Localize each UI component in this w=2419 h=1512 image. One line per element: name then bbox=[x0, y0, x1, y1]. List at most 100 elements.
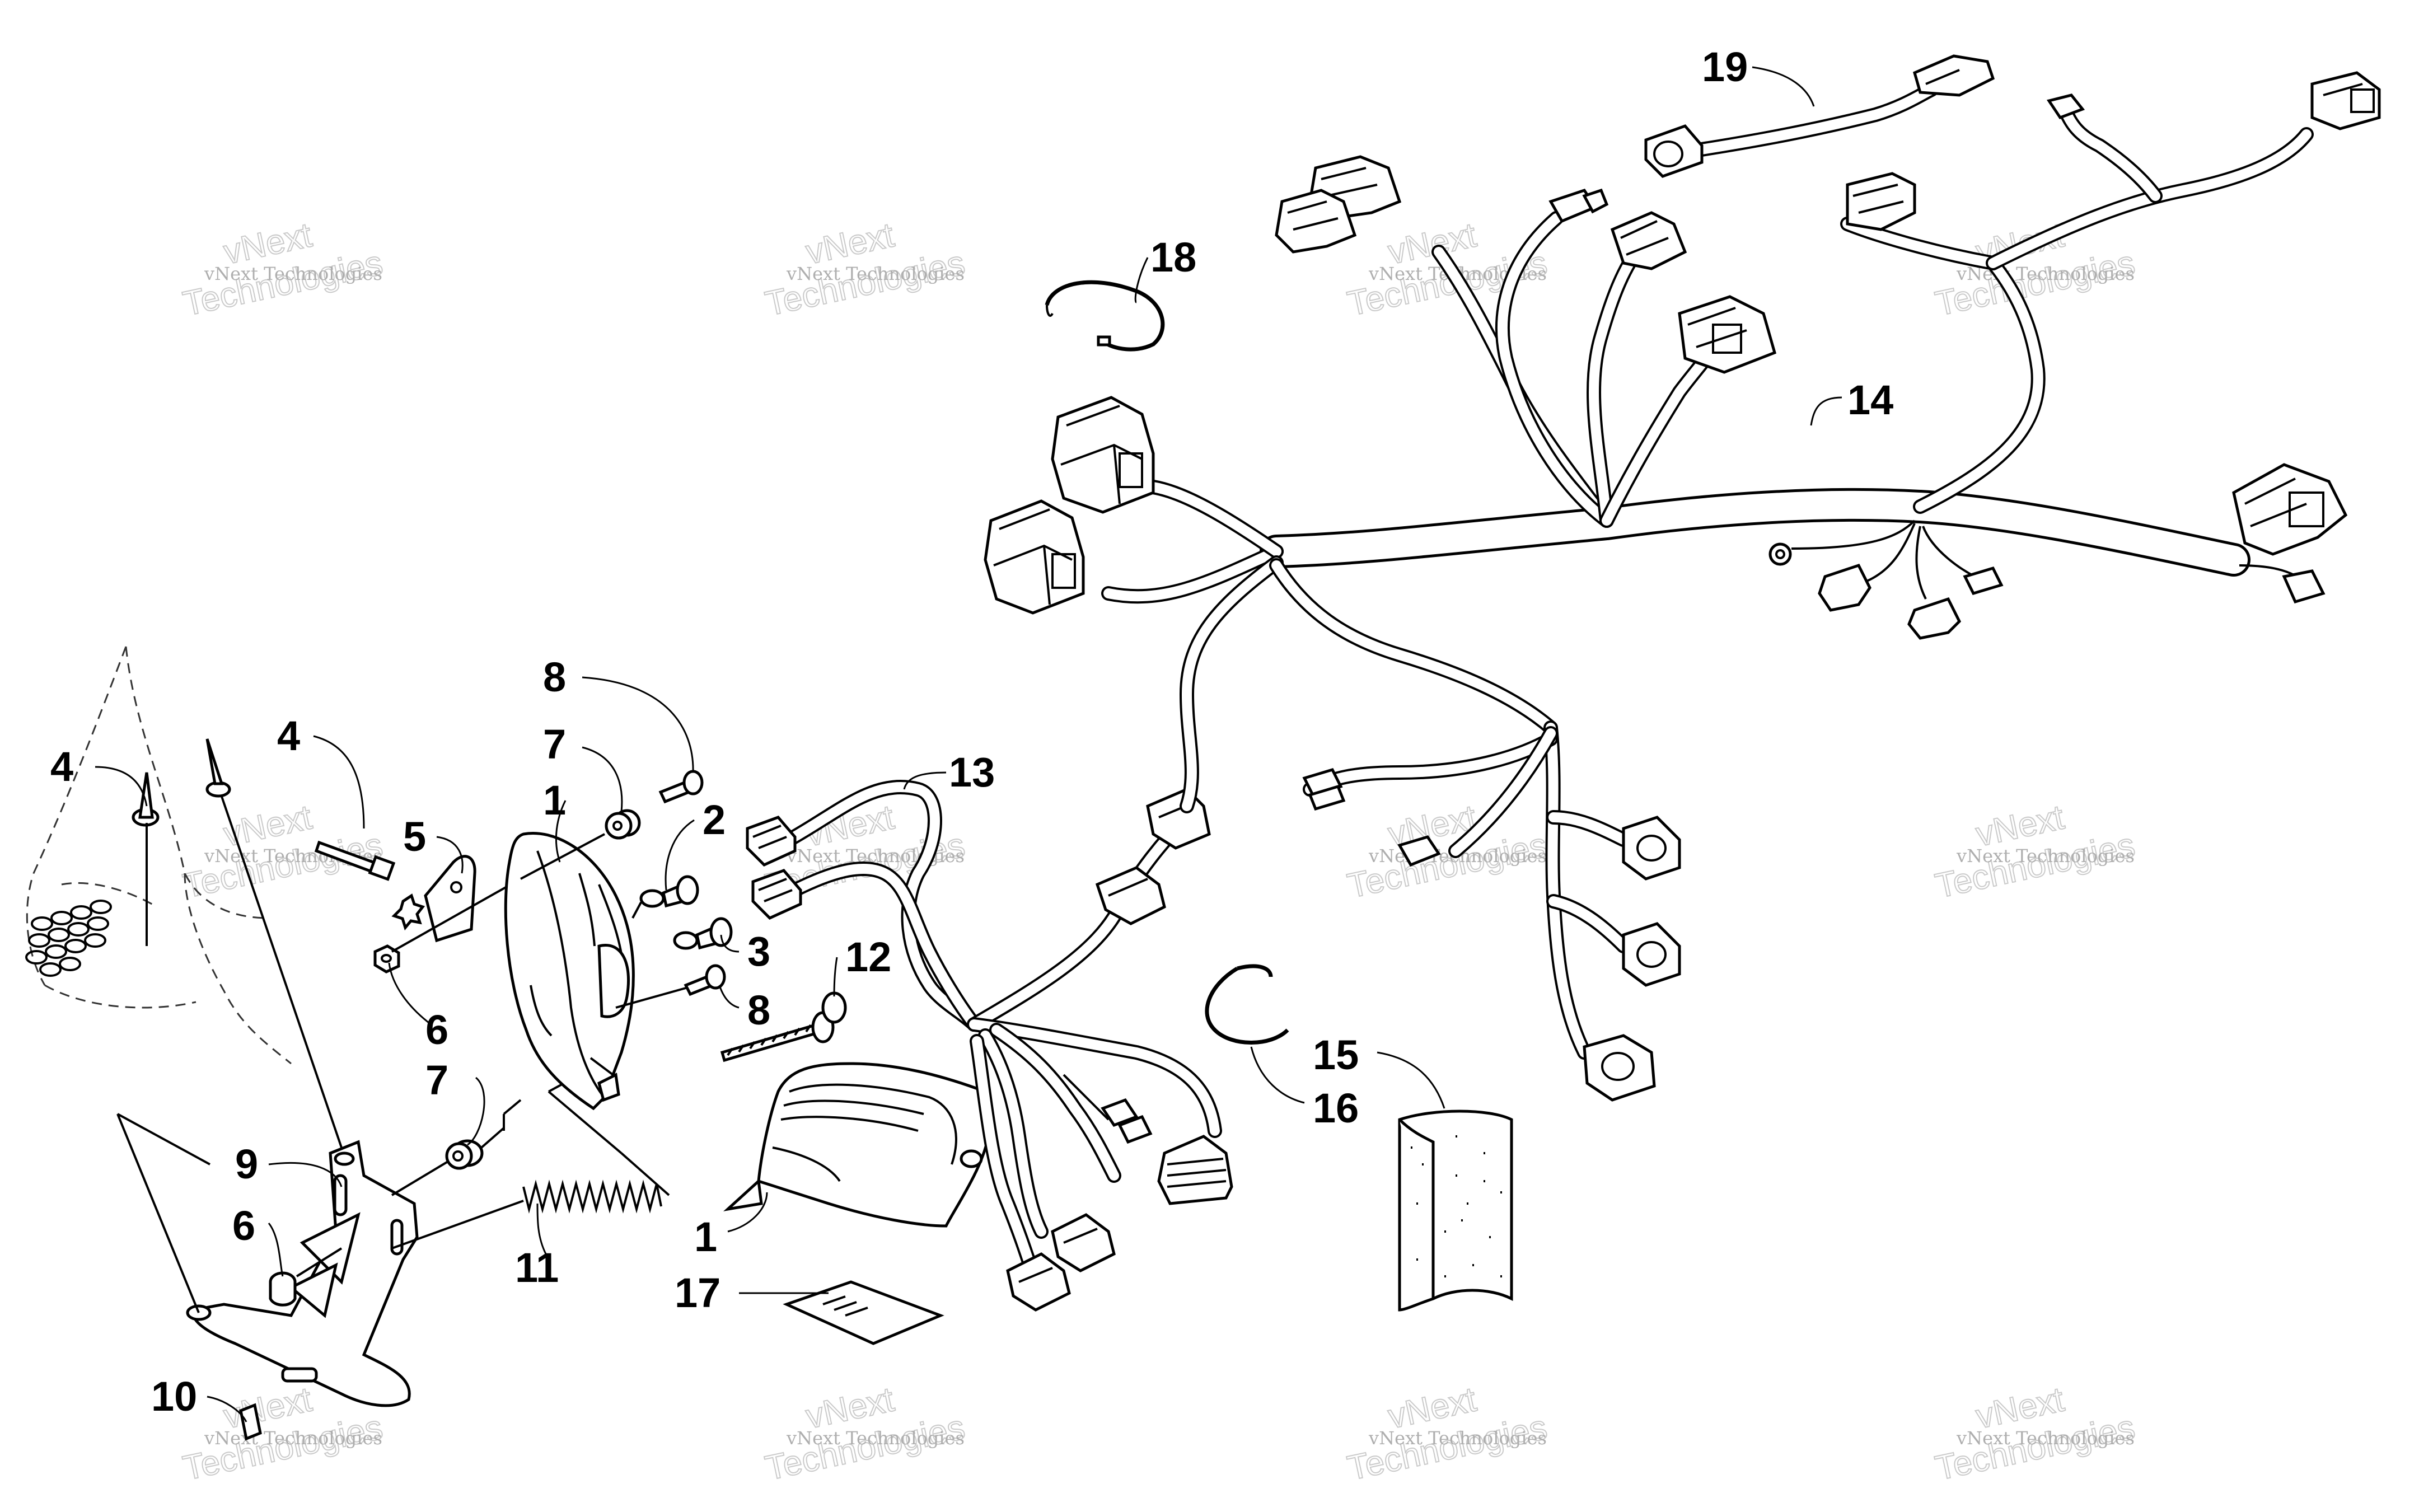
connector-icon bbox=[1678, 295, 1777, 374]
connector-icon bbox=[2282, 569, 2326, 604]
spring-icon bbox=[522, 1179, 662, 1214]
connector-icon bbox=[1583, 1034, 1656, 1102]
washer-icon bbox=[391, 893, 425, 931]
leader-lines bbox=[95, 66, 1842, 1422]
left-mounting-hardware bbox=[116, 738, 670, 1441]
cable-tie-icon bbox=[1045, 280, 1165, 352]
cable-clamp-icon bbox=[1205, 964, 1289, 1045]
bushing-icon bbox=[445, 1139, 484, 1170]
connector-icon bbox=[2046, 93, 2085, 120]
connector-icon bbox=[1622, 816, 1681, 881]
connector-icon bbox=[2232, 463, 2348, 556]
watermark: Technologies vNext vNext Technologies bbox=[179, 215, 386, 324]
nut-icon bbox=[269, 1271, 297, 1307]
bushing-icon bbox=[605, 809, 641, 840]
connector-icon bbox=[1051, 396, 1155, 514]
callout-4: 4 bbox=[277, 713, 300, 759]
callout-1: 1 bbox=[543, 777, 566, 823]
callout-3: 3 bbox=[747, 928, 770, 975]
callout-6: 6 bbox=[232, 1202, 255, 1249]
svg-text:vNext Technologies: vNext Technologies bbox=[204, 1427, 382, 1449]
hole-icon bbox=[334, 1151, 355, 1166]
screw-icon bbox=[615, 964, 726, 1009]
connector-icon bbox=[1846, 172, 1916, 231]
rivet-icon bbox=[205, 738, 343, 1148]
grille-icon bbox=[25, 900, 112, 977]
watermark: Technologies vNext vNext Technologies bbox=[1931, 1379, 2139, 1488]
connector-icon bbox=[1622, 922, 1681, 987]
watermark: Technologies vNext vNext Technologies bbox=[179, 797, 386, 906]
clip-icon bbox=[239, 1403, 262, 1441]
watermark: Technologies vNext vNext Technologies bbox=[761, 1379, 968, 1488]
connector-icon bbox=[2310, 71, 2381, 130]
svg-text:vNext Technologies: vNext Technologies bbox=[1368, 1427, 1547, 1449]
bulb-icon bbox=[639, 875, 699, 908]
sleeve-icon bbox=[1398, 1110, 1513, 1312]
harness-19 bbox=[1644, 54, 1995, 178]
svg-text:vNext Technologies: vNext Technologies bbox=[786, 263, 965, 284]
connector-icon bbox=[1907, 597, 1962, 640]
callout-14: 14 bbox=[1847, 377, 1893, 423]
mounting-bracket-icon bbox=[191, 1140, 419, 1407]
connector-icon bbox=[751, 869, 802, 920]
connector-icon bbox=[984, 499, 1085, 615]
callout-9: 9 bbox=[235, 1141, 258, 1187]
callout-12: 12 bbox=[845, 934, 891, 980]
svg-text:vNext Technologies: vNext Technologies bbox=[204, 263, 382, 284]
bracket-cutout-icon bbox=[288, 1262, 338, 1318]
connector-icon bbox=[1006, 1252, 1071, 1312]
svg-text:vNext Technologies: vNext Technologies bbox=[1956, 845, 2135, 867]
connector-icon bbox=[1157, 1135, 1233, 1205]
callout-8: 8 bbox=[543, 654, 566, 700]
callout-4: 4 bbox=[50, 743, 73, 790]
watermark: Technologies vNext vNext Technologies bbox=[761, 215, 968, 324]
connector-icon bbox=[1963, 567, 2004, 595]
callout-19: 19 bbox=[1702, 44, 1748, 90]
bracket-cutout-icon bbox=[300, 1212, 361, 1285]
watermark: Technologies vNext vNext Technologies bbox=[1344, 797, 1551, 906]
nut-icon bbox=[373, 944, 400, 973]
callout-17: 17 bbox=[675, 1270, 720, 1316]
callout-labels: 4 4 5 1 7 8 2 3 8 6 7 9 6 10 11 12 13 1 … bbox=[50, 44, 1893, 1420]
slot-icon bbox=[333, 1174, 348, 1216]
watermark: Technologies vNext vNext Technologies bbox=[1931, 215, 2139, 324]
callout-2: 2 bbox=[703, 797, 726, 843]
screw-icon bbox=[314, 840, 396, 881]
svg-text:vNext Technologies: vNext Technologies bbox=[786, 1427, 965, 1449]
callout-18: 18 bbox=[1150, 234, 1196, 280]
connector-icon bbox=[1818, 563, 1871, 612]
ring-terminal-icon bbox=[1768, 542, 1792, 566]
callout-5: 5 bbox=[403, 813, 426, 860]
headlight-lens-lower bbox=[723, 1062, 993, 1228]
headlight-housing-upper bbox=[504, 832, 635, 1111]
callout-15: 15 bbox=[1313, 1032, 1359, 1078]
callout-13: 13 bbox=[949, 749, 995, 795]
gasket-icon bbox=[783, 1280, 944, 1345]
callout-8: 8 bbox=[747, 987, 770, 1033]
svg-text:vNext Technologies: vNext Technologies bbox=[1956, 1427, 2135, 1449]
slot-icon bbox=[281, 1367, 318, 1383]
connector-icon bbox=[1548, 188, 1609, 223]
callout-7: 7 bbox=[543, 721, 566, 767]
hole-icon bbox=[450, 881, 462, 893]
callout-1: 1 bbox=[694, 1214, 717, 1260]
adjuster-screw-icon bbox=[720, 991, 847, 1062]
watermark: Technologies vNext vNext Technologies bbox=[1931, 797, 2139, 906]
watermark: Technologies vNext vNext Technologies bbox=[1344, 1379, 1551, 1488]
connector-icon bbox=[746, 816, 797, 867]
connector-icon bbox=[1101, 1098, 1153, 1144]
bulb-icon bbox=[673, 917, 733, 950]
connector-icon bbox=[1275, 155, 1402, 254]
screw-icon bbox=[658, 770, 704, 804]
callout-6: 6 bbox=[425, 1007, 448, 1053]
connector-icon bbox=[1302, 768, 1346, 811]
connector-icon bbox=[1051, 1213, 1116, 1272]
connector-icon bbox=[1397, 835, 1441, 867]
bracket-icon bbox=[424, 855, 476, 943]
callout-16: 16 bbox=[1313, 1085, 1359, 1131]
callout-7: 7 bbox=[425, 1057, 448, 1103]
callout-11: 11 bbox=[515, 1244, 559, 1291]
connector-icon bbox=[1610, 211, 1687, 270]
callout-10: 10 bbox=[151, 1373, 197, 1420]
